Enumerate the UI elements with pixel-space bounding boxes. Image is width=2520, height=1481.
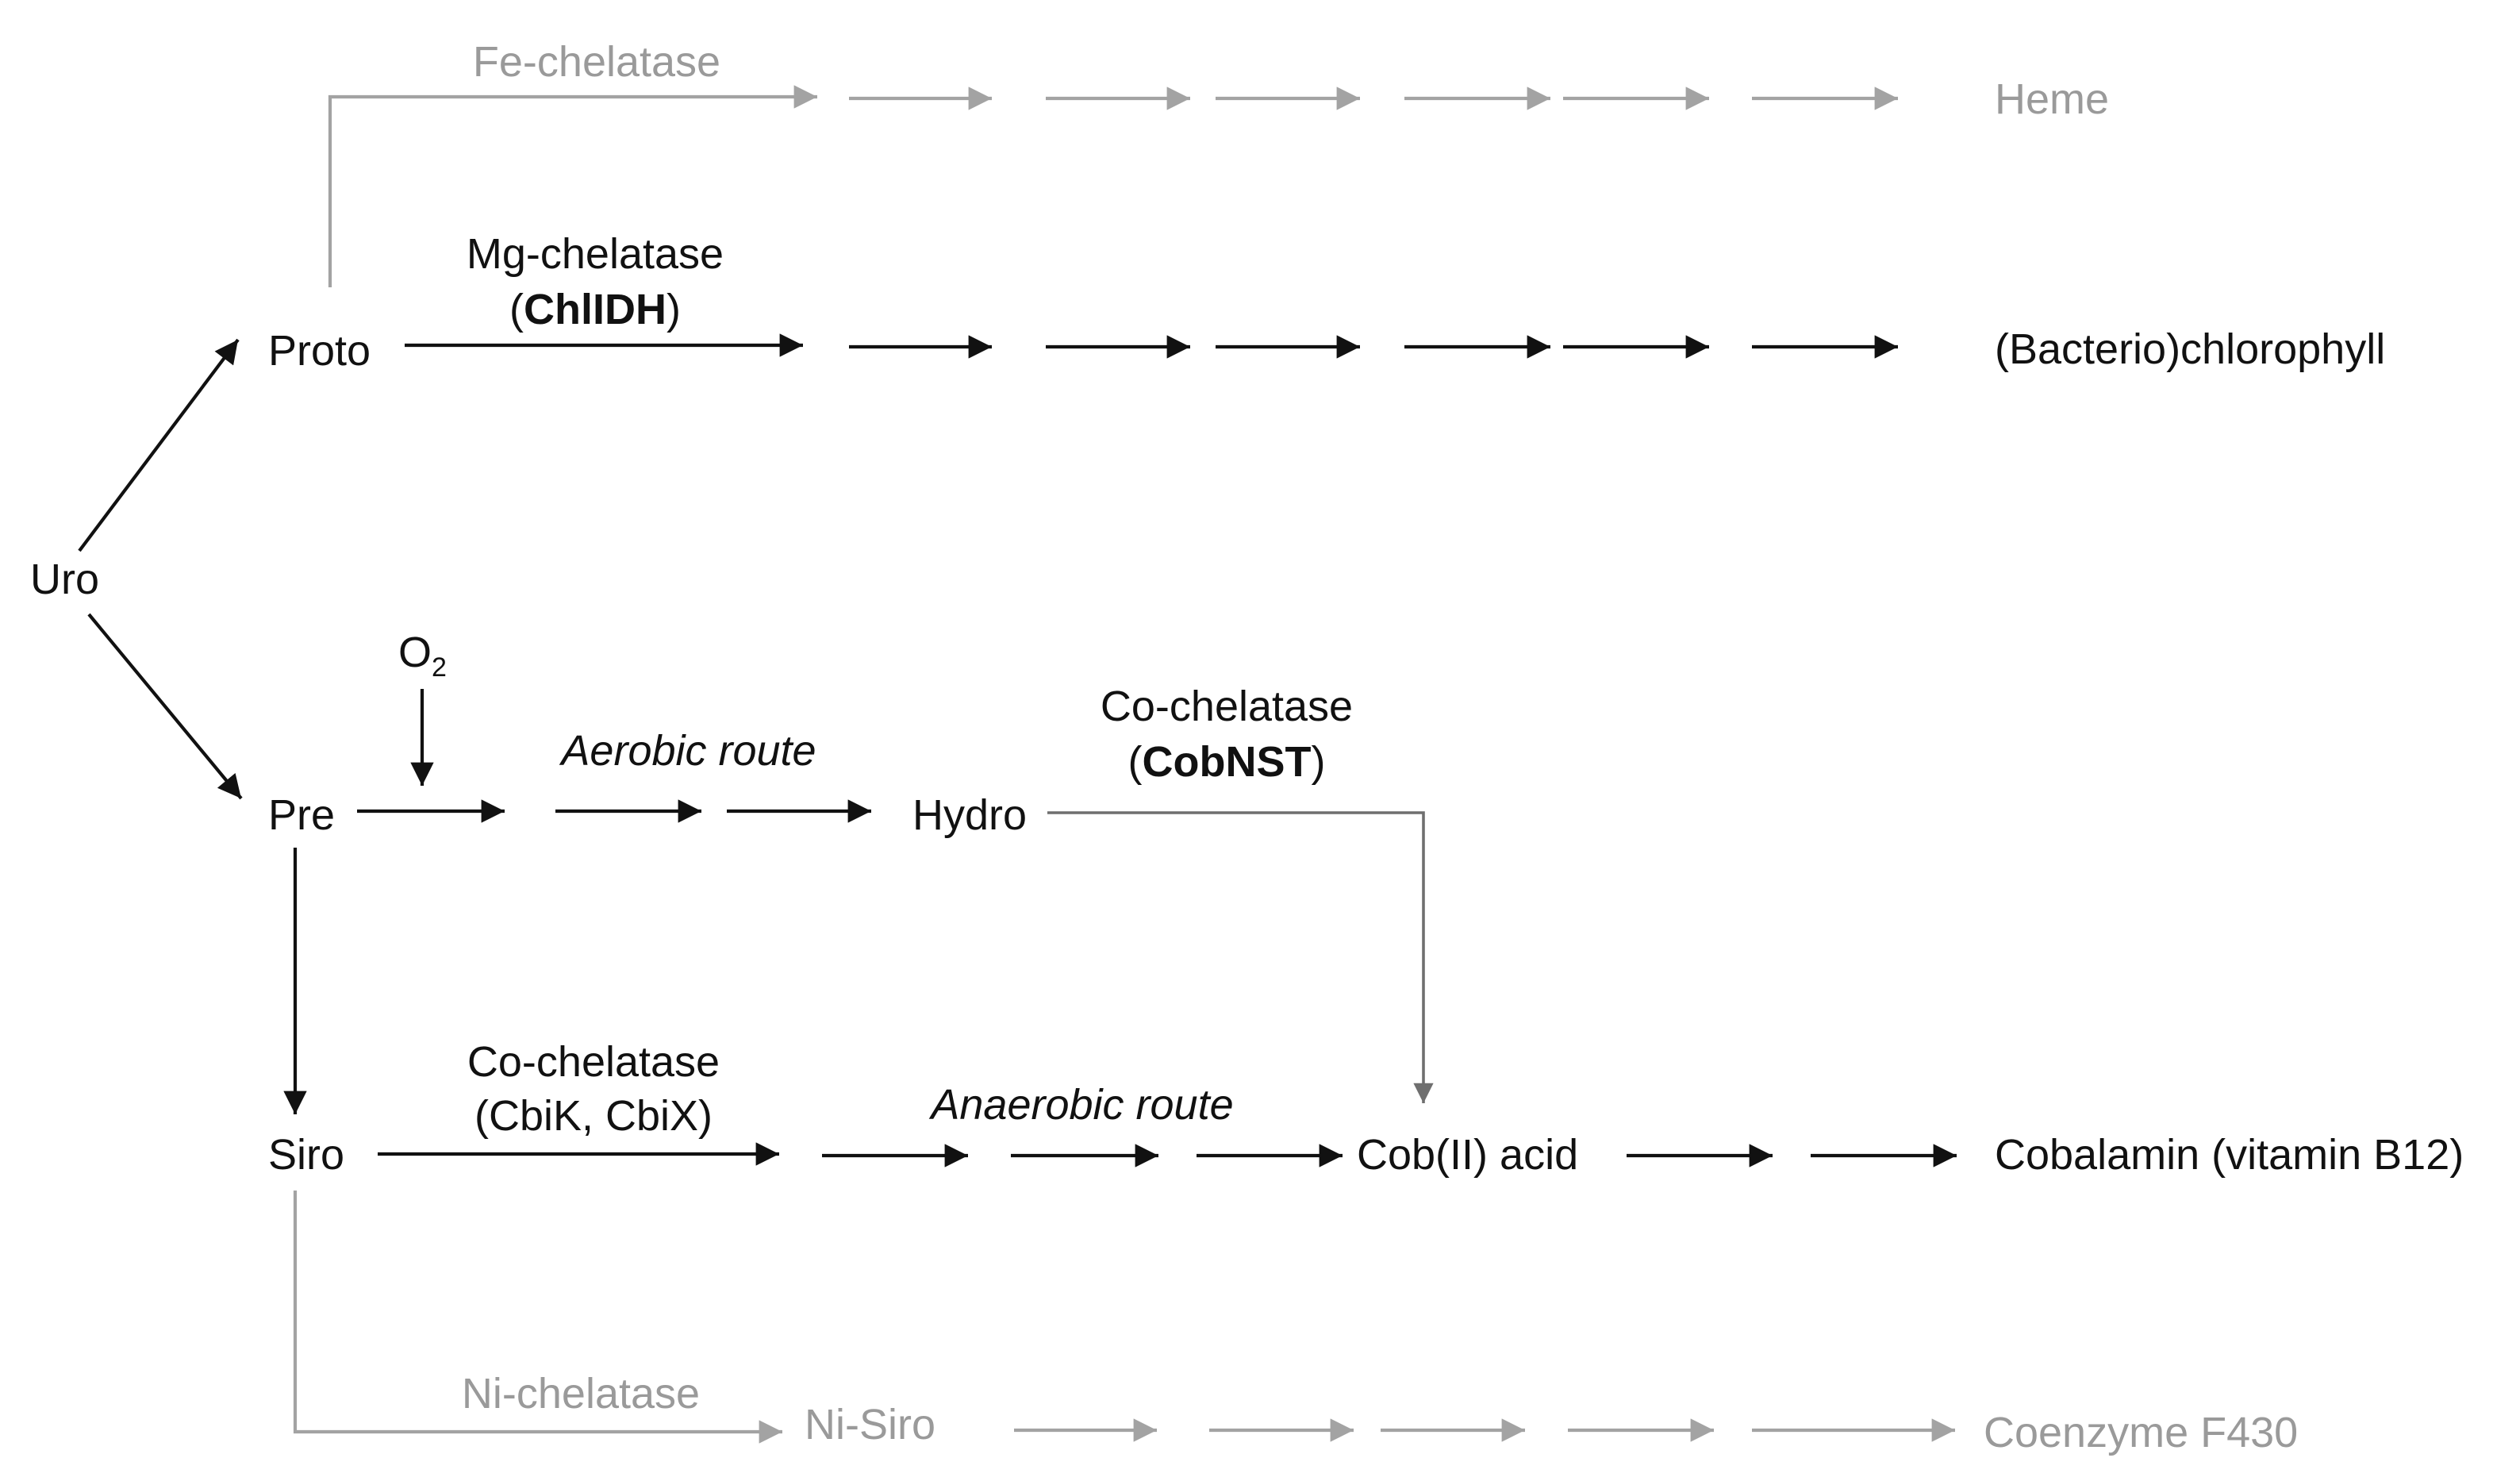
anaerobic-route: Siro Co-chelatase (CbiK, CbiX) Anaerobic… [268,1038,2464,1179]
uro-to-proto-arrow [78,338,240,552]
oxygen-label: O2 [398,629,447,683]
aerobic-route: Pre O2 Aerobic route Hydro Co-chelatase … [268,629,1434,1103]
uro-to-pre-arrow [87,613,243,800]
co-chelatase-aerobic-gene-label: (CobNST) [1128,738,1326,786]
f430-pathway: Ni-chelatase Ni-Siro Coenzyme F430 [293,1191,2298,1456]
heme-label: Heme [1995,75,2109,123]
anaerobic-route-label: Anaerobic route [928,1081,1233,1129]
ni-siro-node: Ni-Siro [805,1401,935,1448]
mg-chelatase-label: Mg-chelatase [467,230,724,278]
cob-acid-node: Cob(II) acid [1357,1131,1578,1179]
fe-chelatase-arrow [328,85,817,287]
aerobic-route-label: Aerobic route [559,727,816,775]
co-chelatase-anaerobic-genes-label: (CbiK, CbiX) [474,1092,713,1140]
chlorophyll-pathway: Proto Mg-chelatase (ChlIDH) (Bacterio)ch… [268,230,2385,375]
ni-chelatase-label: Ni-chelatase [462,1370,700,1418]
chlorophyll-label: (Bacterio)chlorophyll [1995,325,2385,373]
hydro-to-cob-acid-connector [1047,811,1434,1103]
pre-node: Pre [268,791,335,839]
fe-chelatase-label: Fe-chelatase [473,38,720,86]
proto-node: Proto [268,327,371,375]
chlidh-gene: ChlIDH [524,286,666,333]
mg-chelatase-gene-label: (ChlIDH) [509,286,681,333]
co-chelatase-anaerobic-label: Co-chelatase [467,1038,720,1086]
hydro-node: Hydro [912,791,1027,839]
cobalamin-label: Cobalamin (vitamin B12) [1995,1131,2464,1179]
co-chelatase-aerobic-label: Co-chelatase [1101,683,1353,730]
ni-chelatase-arrow [293,1191,782,1444]
heme-pathway: Fe-chelatase Heme [328,38,2109,287]
f430-label: Coenzyme F430 [1984,1409,2298,1456]
uro-node: Uro [30,556,99,603]
siro-node: Siro [268,1131,344,1179]
cobnst-gene: CobNST [1143,738,1312,786]
